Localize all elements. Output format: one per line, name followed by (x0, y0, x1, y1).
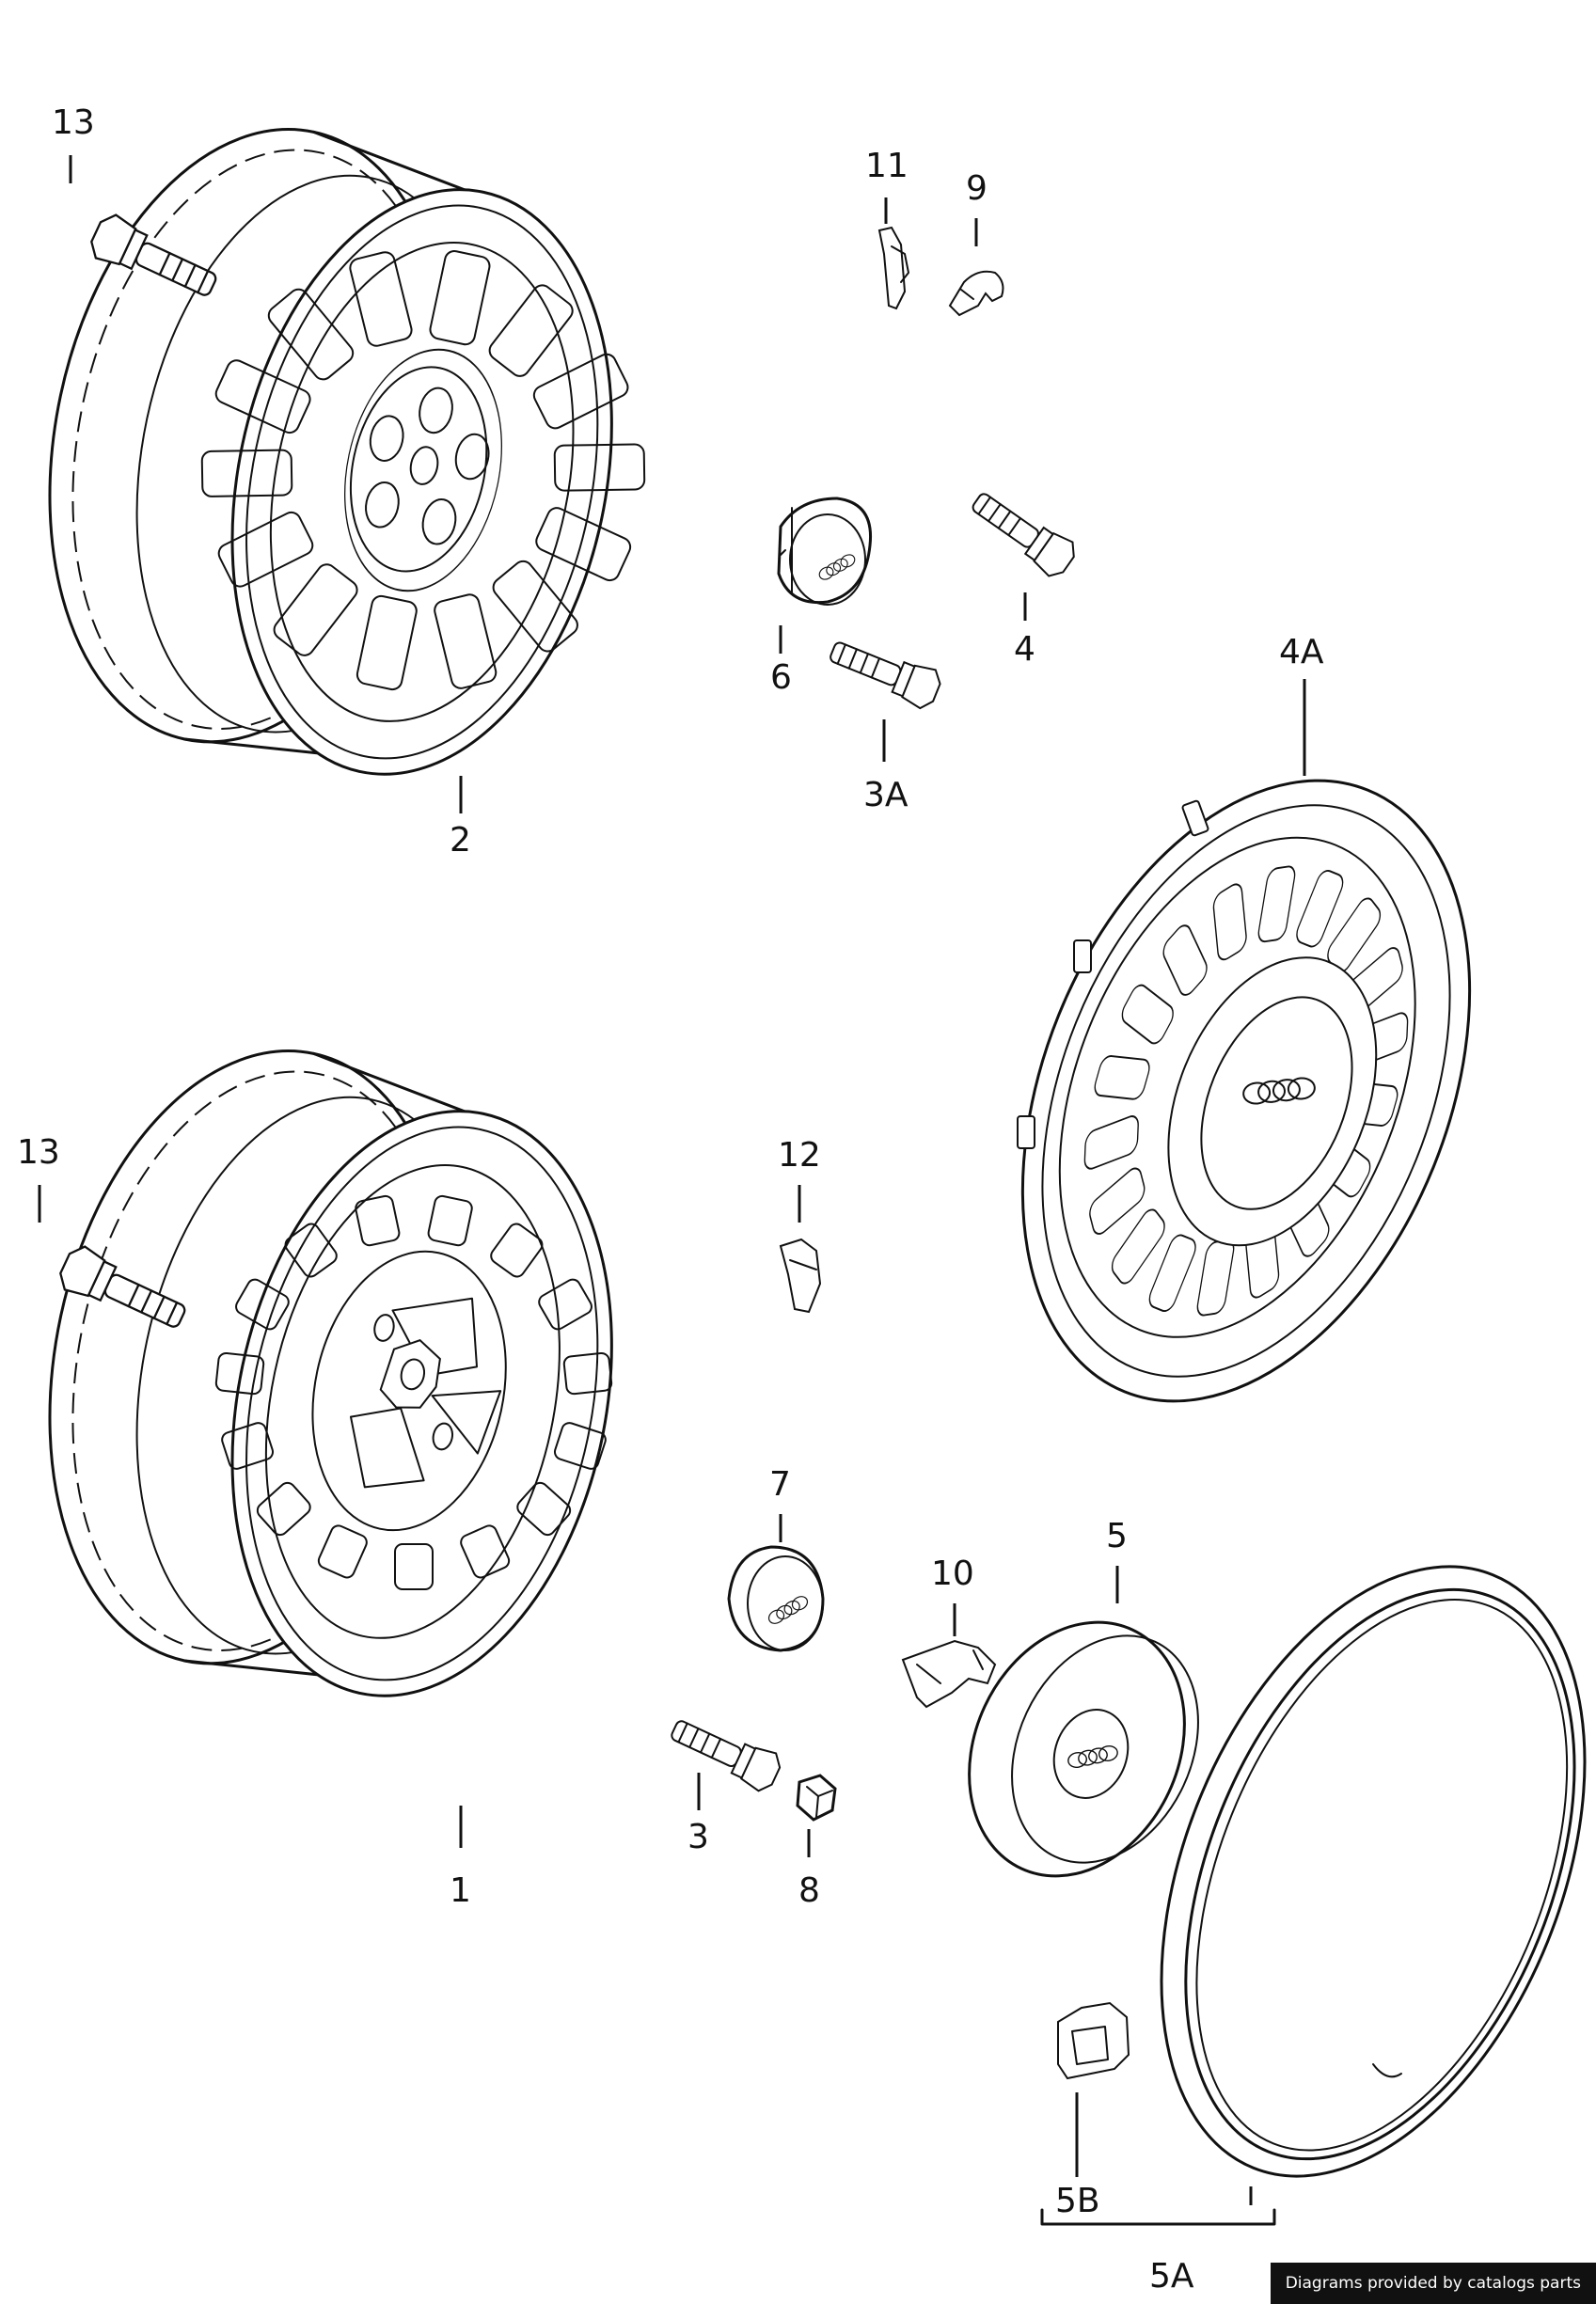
hub-cap-part-5 (968, 1620, 1199, 1878)
label-3a: 3A (863, 776, 909, 814)
steel-wheel-part-1 (48, 1049, 613, 1697)
nut-part-8 (796, 1774, 837, 1822)
locking-bolt-part-4 (963, 481, 1082, 583)
label-10: 10 (931, 1554, 974, 1593)
clip-part-5b (1057, 2001, 1130, 2080)
label-5a: 5A (1149, 2257, 1194, 2296)
clip-part-11 (877, 226, 909, 310)
alloy-wheel-part-2 (48, 128, 646, 776)
diagram-credit-badge: Diagrams provided by catalogs parts (1270, 2263, 1596, 2304)
label-9: 9 (966, 169, 988, 208)
label-4a: 4A (1279, 633, 1324, 671)
wheel-cover-part-4a (1017, 779, 1472, 1403)
label-8: 8 (798, 1871, 820, 1910)
clip-part-9 (948, 270, 1004, 317)
clip-part-12 (779, 1238, 822, 1314)
bolt-part-3a (824, 630, 946, 713)
label-5b: 5B (1055, 2182, 1100, 2220)
trim-ring-part-5a (1160, 1565, 1587, 2178)
label-6: 6 (770, 658, 792, 697)
label-3: 3 (687, 1818, 709, 1856)
center-cap-part-6 (777, 497, 873, 606)
label-1: 1 (450, 1871, 471, 1910)
label-13-top: 13 (52, 103, 95, 142)
label-7: 7 (769, 1465, 791, 1504)
label-4: 4 (1014, 630, 1035, 669)
center-cap-part-7 (727, 1545, 825, 1652)
bolt-part-3 (664, 1709, 786, 1796)
leader-lines (38, 155, 1306, 2226)
label-12: 12 (778, 1136, 821, 1175)
label-2: 2 (450, 821, 471, 860)
label-11: 11 (865, 147, 909, 185)
label-13-bottom: 13 (17, 1133, 60, 1172)
label-5: 5 (1106, 1517, 1128, 1555)
clip-part-10 (901, 1639, 997, 1709)
